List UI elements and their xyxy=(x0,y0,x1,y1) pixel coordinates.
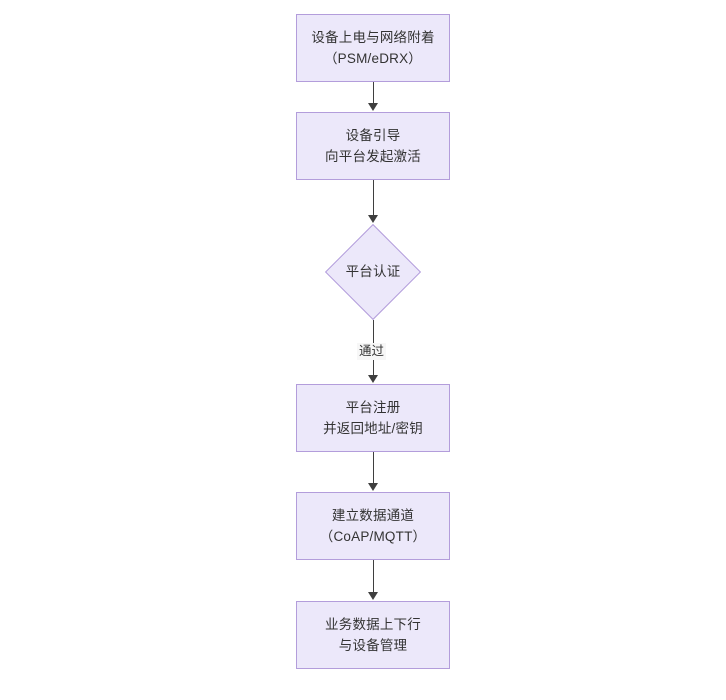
flow-node-authentication[interactable]: 平台认证 xyxy=(324,223,422,321)
flow-node-line2: 并返回地址/密钥 xyxy=(323,421,423,436)
flow-node-line1: 设备引导 xyxy=(345,128,401,143)
flow-node-power-on[interactable]: 设备上电与网络附着 （PSM/eDRX） xyxy=(296,14,450,82)
flow-node-line1: 平台注册 xyxy=(345,400,401,415)
flow-connector-2 xyxy=(373,180,374,216)
flow-connector-4 xyxy=(373,452,374,484)
flow-node-line1: 业务数据上下行 xyxy=(325,617,421,632)
flow-node-business-data[interactable]: 业务数据上下行 与设备管理 xyxy=(296,601,450,669)
flow-node-registration[interactable]: 平台注册 并返回地址/密钥 xyxy=(296,384,450,452)
flow-connector-1 xyxy=(373,82,374,104)
flow-arrowhead-5 xyxy=(368,592,378,600)
flow-node-line1: 平台认证 xyxy=(345,264,401,279)
flow-node-line1: 设备上电与网络附着 xyxy=(311,30,435,45)
flow-connector-5 xyxy=(373,560,374,593)
flow-arrowhead-1 xyxy=(368,103,378,111)
flow-arrowhead-4 xyxy=(368,483,378,491)
flow-node-line1: 建立数据通道 xyxy=(331,508,415,523)
flow-node-line2: 与设备管理 xyxy=(338,638,408,653)
flow-arrowhead-2 xyxy=(368,215,378,223)
flow-node-data-channel[interactable]: 建立数据通道 （CoAP/MQTT） xyxy=(296,492,450,560)
flow-edge-label-pass: 通过 xyxy=(357,343,387,360)
flow-node-line2: 向平台发起激活 xyxy=(325,149,421,164)
flow-node-bootstrap[interactable]: 设备引导 向平台发起激活 xyxy=(296,112,450,180)
flow-node-line2: （PSM/eDRX） xyxy=(323,51,423,66)
flow-arrowhead-3 xyxy=(368,375,378,383)
flow-node-line2: （CoAP/MQTT） xyxy=(319,529,427,544)
